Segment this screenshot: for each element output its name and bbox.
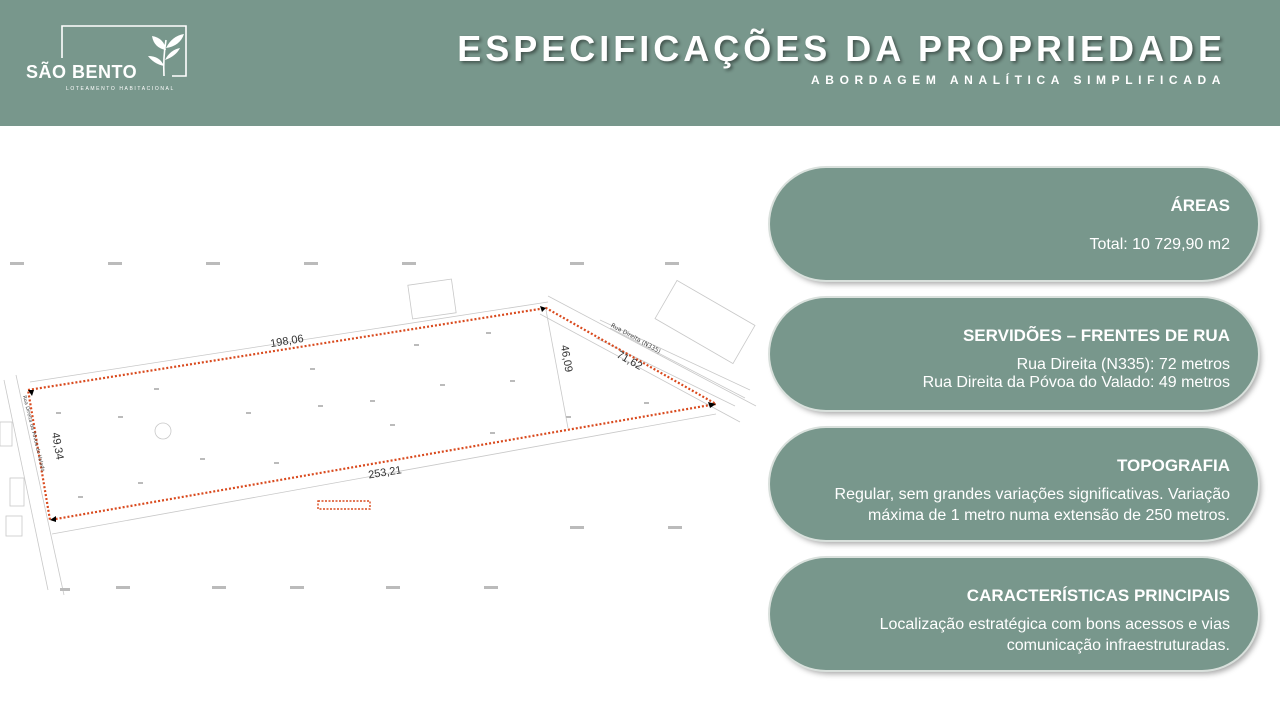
card-text: comunicação infraestruturadas. xyxy=(1006,637,1230,654)
card-topography: TOPOGRAFIA Regular, sem grandes variaçõe… xyxy=(770,428,1258,540)
leaf-icon xyxy=(61,25,187,77)
spec-cards: ÁREAS Total: 10 729,90 m2 SERVIDÕES – FR… xyxy=(770,168,1260,688)
card-text: Rua Direita (N335): 72 metros xyxy=(1016,356,1230,373)
site-plan: 198,06 253,21 49,34 46,09 71,62 Rua Dire… xyxy=(0,262,757,596)
street-label-left: Rua Direita da Póvoa do Valado xyxy=(21,395,47,473)
page-title: ESPECIFICAÇÕES DA PROPRIEDADE xyxy=(457,28,1226,69)
card-street-frontage: SERVIDÕES – FRENTES DE RUA Rua Direita (… xyxy=(770,298,1258,410)
street-label-right: Rua Direita (N335) xyxy=(610,322,662,355)
dimension-bottom: 253,21 xyxy=(367,464,402,481)
logo-tagline: LOTEAMENTO HABITACIONAL xyxy=(66,86,175,92)
card-text: Regular, sem grandes variações significa… xyxy=(834,486,1230,503)
card-text: Localização estratégica com bons acessos… xyxy=(879,616,1230,633)
card-areas: ÁREAS Total: 10 729,90 m2 xyxy=(770,168,1258,280)
logo: SÃO BENTO LOTEAMENTO HABITACIONAL xyxy=(22,20,192,100)
dimension-right: 71,62 xyxy=(614,349,644,373)
logo-name: SÃO BENTO xyxy=(26,62,138,82)
page-subtitle: ABORDAGEM ANALÍTICA SIMPLIFICADA xyxy=(811,73,1226,87)
card-main-features: CARACTERÍSTICAS PRINCIPAIS Localização e… xyxy=(770,558,1258,670)
card-title: TOPOGRAFIA xyxy=(1116,456,1230,475)
card-text: máxima de 1 metro numa extensão de 250 m… xyxy=(868,507,1230,524)
card-title: SERVIDÕES – FRENTES DE RUA xyxy=(962,326,1230,345)
card-text: Total: 10 729,90 m2 xyxy=(1089,236,1230,253)
header-banner: SÃO BENTO LOTEAMENTO HABITACIONAL ESPECI… xyxy=(0,0,1280,126)
card-title: CARACTERÍSTICAS PRINCIPAIS xyxy=(966,586,1230,605)
dimension-inner: 46,09 xyxy=(558,344,575,373)
card-title: ÁREAS xyxy=(1170,196,1230,215)
card-text: Rua Direita da Póvoa do Valado: 49 metro… xyxy=(922,374,1230,391)
dimension-left: 49,34 xyxy=(49,431,66,460)
dimension-top: 198,06 xyxy=(269,333,304,350)
